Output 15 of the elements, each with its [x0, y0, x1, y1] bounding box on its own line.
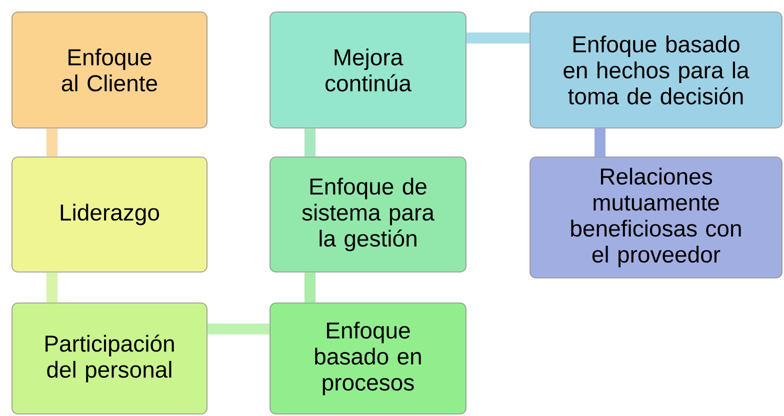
- connector-bar: [594, 128, 606, 157]
- process-box: Liderazgo: [12, 156, 208, 272]
- process-box: Enfoque basado en hechos para la toma de decisión: [530, 12, 782, 128]
- connector-bar: [207, 324, 270, 334]
- process-box: Enfoque basado en procesos: [270, 302, 466, 414]
- process-box: Enfoque al Cliente: [12, 12, 208, 128]
- process-box: Participación del personal: [12, 302, 208, 414]
- connector-bar: [466, 32, 530, 44]
- process-box: Enfoque de sistema para la gestión: [270, 156, 466, 272]
- connector-bar: [304, 272, 316, 303]
- connector-bar: [46, 128, 58, 157]
- connector-bar: [46, 272, 58, 303]
- connector-bar: [304, 128, 316, 157]
- process-box: Mejora continúa: [270, 12, 466, 128]
- process-box: Relaciones mutuamente beneficiosas con el proveedor: [530, 156, 782, 278]
